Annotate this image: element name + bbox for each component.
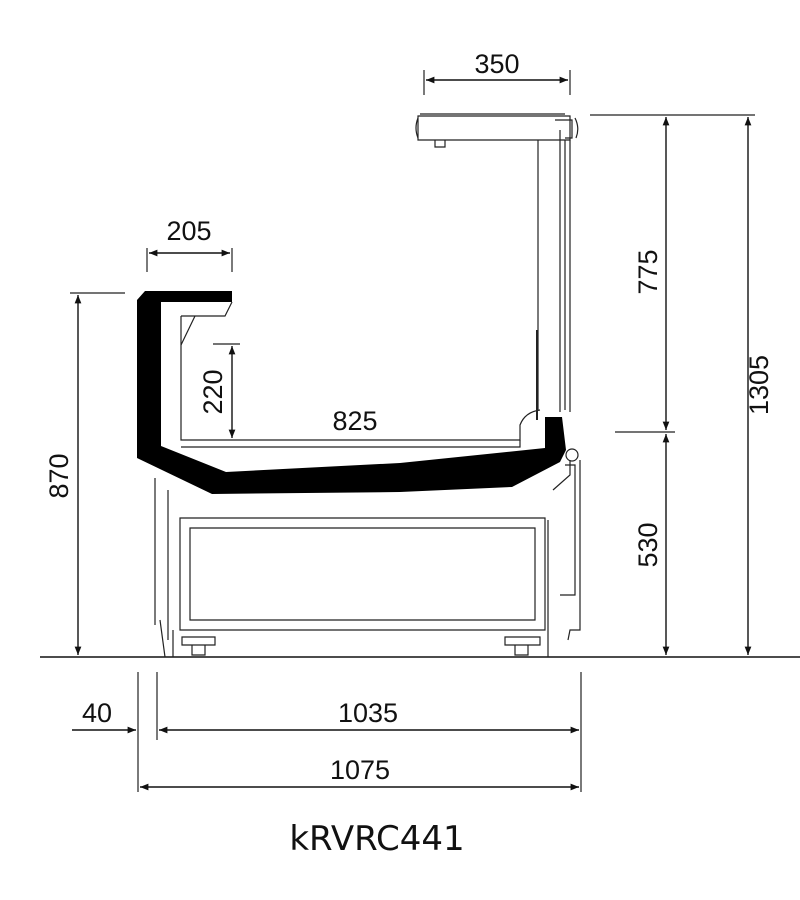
dim-front-overhang: 40 (82, 698, 112, 728)
display-well (180, 316, 541, 441)
base-frame (179, 517, 546, 631)
cabinet (137, 291, 581, 658)
dim-canopy-depth: 350 (474, 49, 519, 79)
foot-right (504, 636, 541, 656)
dim-canopy-height: 775 (633, 249, 663, 294)
model-name: kRVRC441 (289, 819, 464, 859)
dim-display-depth: 825 (332, 406, 377, 436)
dim-front-top-depth: 205 (166, 216, 211, 246)
insulated-tub (137, 291, 566, 494)
dimension-lines (70, 70, 755, 792)
dim-base-height: 530 (633, 522, 663, 567)
dim-body-depth: 1035 (338, 698, 398, 728)
foot-left (181, 636, 216, 656)
dim-front-height: 870 (44, 453, 74, 498)
dim-total-height: 1305 (744, 355, 774, 415)
canopy (415, 113, 579, 412)
dim-front-lip-height: 220 (198, 369, 228, 414)
dim-total-depth: 1075 (330, 755, 390, 785)
